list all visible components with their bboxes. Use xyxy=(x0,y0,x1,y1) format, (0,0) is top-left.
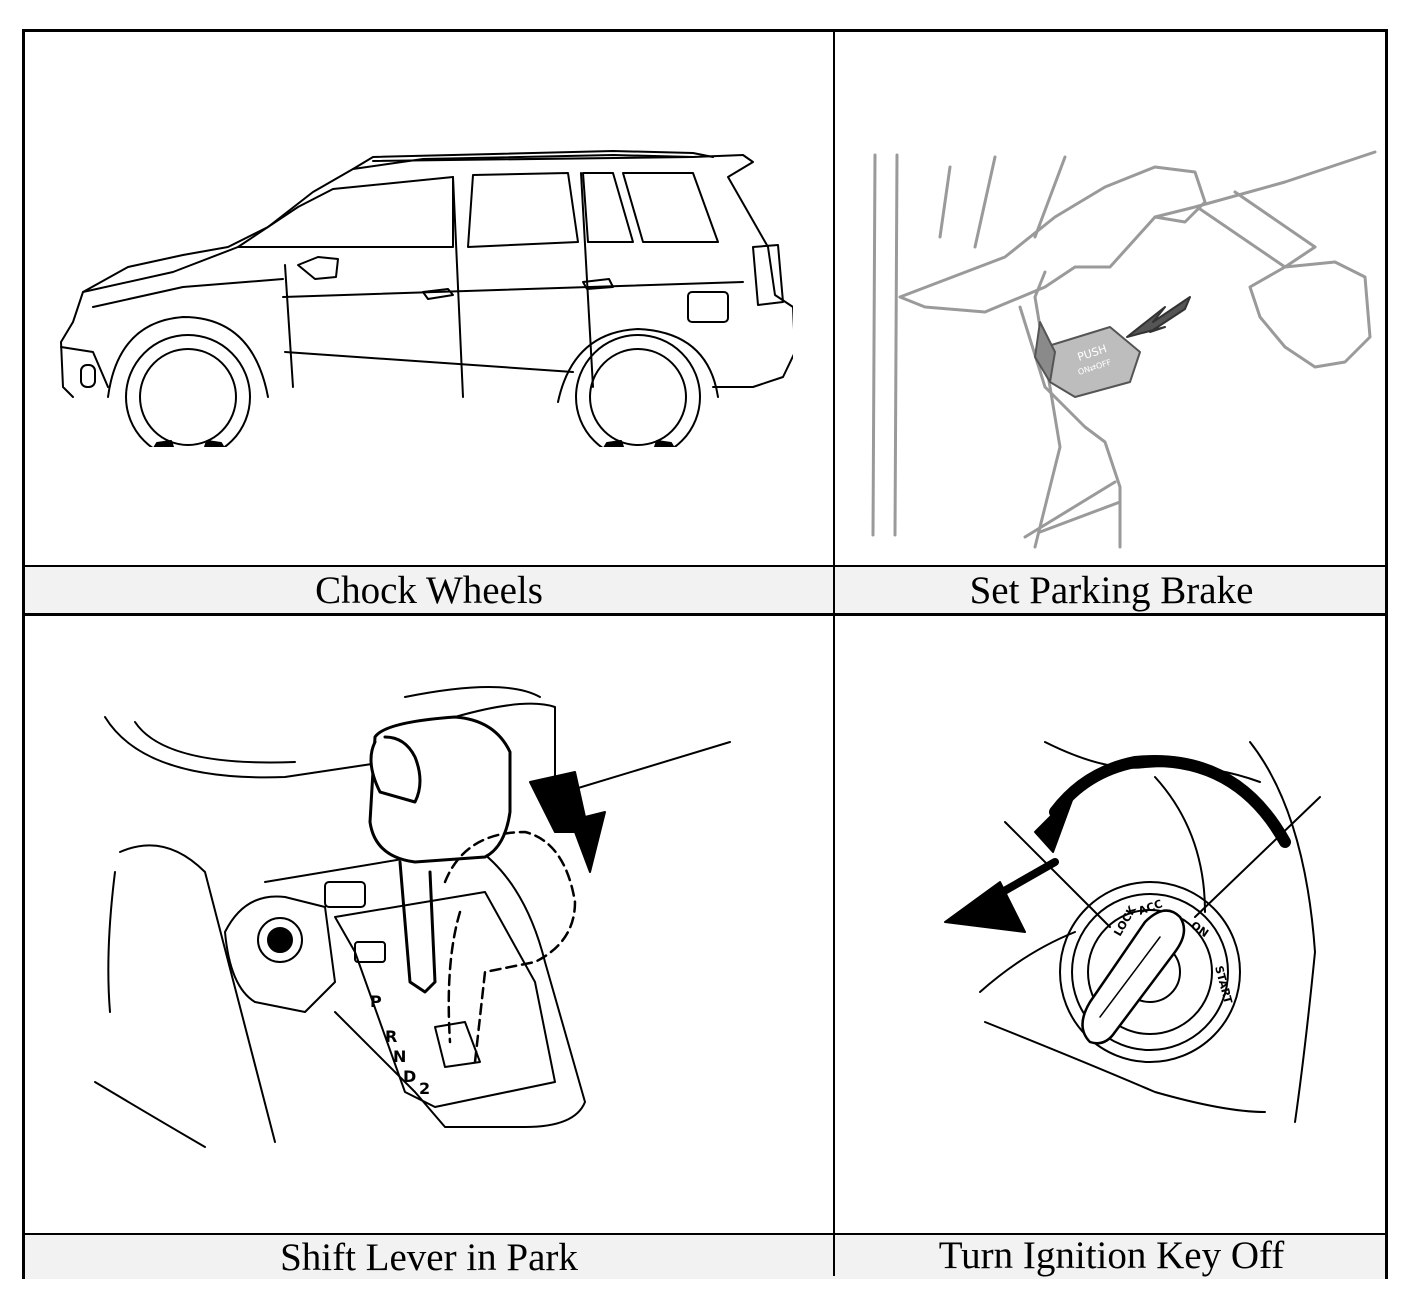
row-divider-1 xyxy=(25,565,1385,567)
car-illustration xyxy=(53,147,793,447)
gear-p-label: P xyxy=(370,992,382,1011)
caption-shift-lever-in-park: Shift Lever in Park xyxy=(280,1236,578,1279)
gear-d-label: D xyxy=(403,1067,416,1086)
ignition-key-illustration: LOCK ACC ON START xyxy=(905,722,1345,1162)
gear-r-label: R xyxy=(385,1027,397,1046)
caption-row-2 xyxy=(25,1235,1385,1279)
instruction-table: Chock Wheels PUSH ON⇄OFF xyxy=(22,29,1388,1279)
row-divider-3 xyxy=(25,1233,1385,1235)
ignition-start-label: START xyxy=(1212,964,1235,1005)
caption-row-1 xyxy=(25,567,1385,614)
gear-n-label: N xyxy=(393,1047,406,1066)
parking-brake-illustration: PUSH ON⇄OFF xyxy=(865,147,1385,557)
ignition-on-label: ON xyxy=(1188,919,1211,940)
shift-lever-illustration: P R N D 2 xyxy=(85,682,735,1152)
caption-turn-ignition-key-off: Turn Ignition Key Off xyxy=(938,1234,1285,1277)
gear-2-label: 2 xyxy=(419,1079,430,1098)
column-divider xyxy=(833,32,835,1276)
caption-chock-wheels: Chock Wheels xyxy=(315,569,543,612)
row-divider-2 xyxy=(25,613,1385,616)
caption-set-parking-brake: Set Parking Brake xyxy=(969,569,1254,612)
